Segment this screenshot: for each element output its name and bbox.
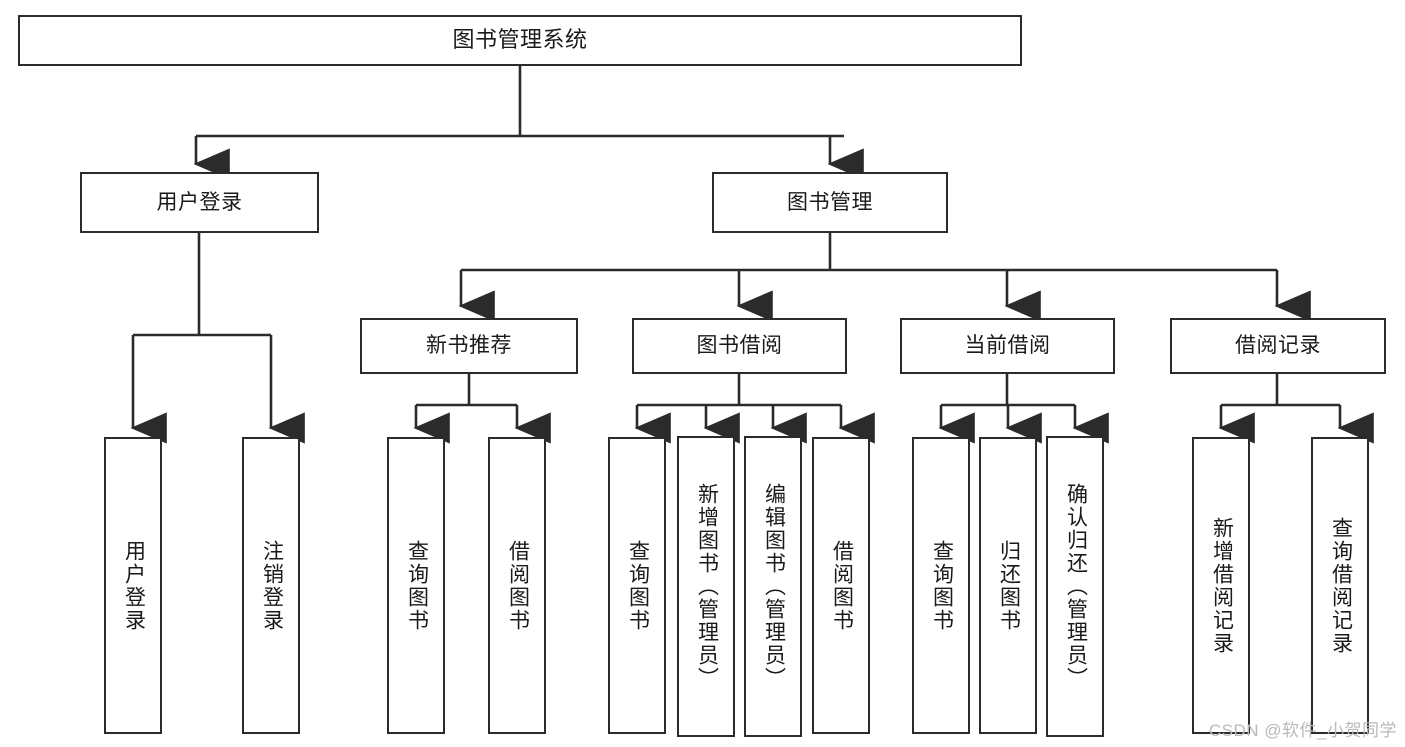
- node-leaf-query-book-1-label: 查询图书: [405, 539, 429, 632]
- node-current-borrow-label: 当前借阅: [964, 334, 1051, 358]
- node-leaf-edit-book-label: 编辑图书（管理员）: [762, 483, 786, 690]
- node-leaf-query-book-2[interactable]: 查询图书: [608, 437, 666, 734]
- node-leaf-borrow-book-2[interactable]: 借阅图书: [812, 437, 870, 734]
- node-root[interactable]: 图书管理系统: [18, 15, 1022, 66]
- node-book-borrow[interactable]: 图书借阅: [632, 318, 847, 374]
- node-leaf-query-book-1[interactable]: 查询图书: [387, 437, 445, 734]
- node-leaf-add-record[interactable]: 新增借阅记录: [1192, 437, 1250, 734]
- node-user-login-label: 用户登录: [156, 190, 243, 214]
- watermark: CSDN @软件_小贺同学: [1208, 721, 1397, 740]
- node-leaf-logout-label: 注销登录: [260, 539, 284, 632]
- node-leaf-query-book-2-label: 查询图书: [626, 539, 650, 632]
- node-leaf-logout[interactable]: 注销登录: [242, 437, 300, 734]
- node-leaf-return-book-label: 归还图书: [997, 539, 1021, 632]
- node-leaf-edit-book[interactable]: 编辑图书（管理员）: [744, 436, 802, 737]
- node-leaf-user-login[interactable]: 用户登录: [104, 437, 162, 734]
- node-leaf-query-record[interactable]: 查询借阅记录: [1311, 437, 1369, 734]
- node-leaf-query-record-label: 查询借阅记录: [1329, 516, 1353, 655]
- node-new-book-recommend[interactable]: 新书推荐: [360, 318, 578, 374]
- node-user-login[interactable]: 用户登录: [80, 172, 319, 233]
- node-leaf-borrow-book-1-label: 借阅图书: [506, 539, 530, 632]
- node-leaf-return-book[interactable]: 归还图书: [979, 437, 1037, 734]
- node-leaf-borrow-book-1[interactable]: 借阅图书: [488, 437, 546, 734]
- node-leaf-confirm-return[interactable]: 确认归还（管理员）: [1046, 436, 1104, 737]
- node-leaf-add-book[interactable]: 新增图书（管理员）: [677, 436, 735, 737]
- node-leaf-borrow-book-2-label: 借阅图书: [830, 539, 854, 632]
- node-leaf-confirm-return-label: 确认归还（管理员）: [1064, 483, 1088, 690]
- node-leaf-add-record-label: 新增借阅记录: [1210, 516, 1234, 655]
- node-borrow-record[interactable]: 借阅记录: [1170, 318, 1386, 374]
- node-book-management[interactable]: 图书管理: [712, 172, 948, 233]
- node-leaf-user-login-label: 用户登录: [122, 539, 146, 632]
- node-leaf-add-book-label: 新增图书（管理员）: [695, 483, 719, 690]
- node-leaf-query-book-3-label: 查询图书: [930, 539, 954, 632]
- node-root-label: 图书管理系统: [452, 27, 588, 53]
- node-book-borrow-label: 图书借阅: [696, 334, 783, 358]
- node-current-borrow[interactable]: 当前借阅: [900, 318, 1115, 374]
- node-new-book-recommend-label: 新书推荐: [426, 334, 512, 358]
- node-leaf-query-book-3[interactable]: 查询图书: [912, 437, 970, 734]
- node-borrow-record-label: 借阅记录: [1235, 334, 1321, 358]
- node-book-management-label: 图书管理: [787, 190, 873, 214]
